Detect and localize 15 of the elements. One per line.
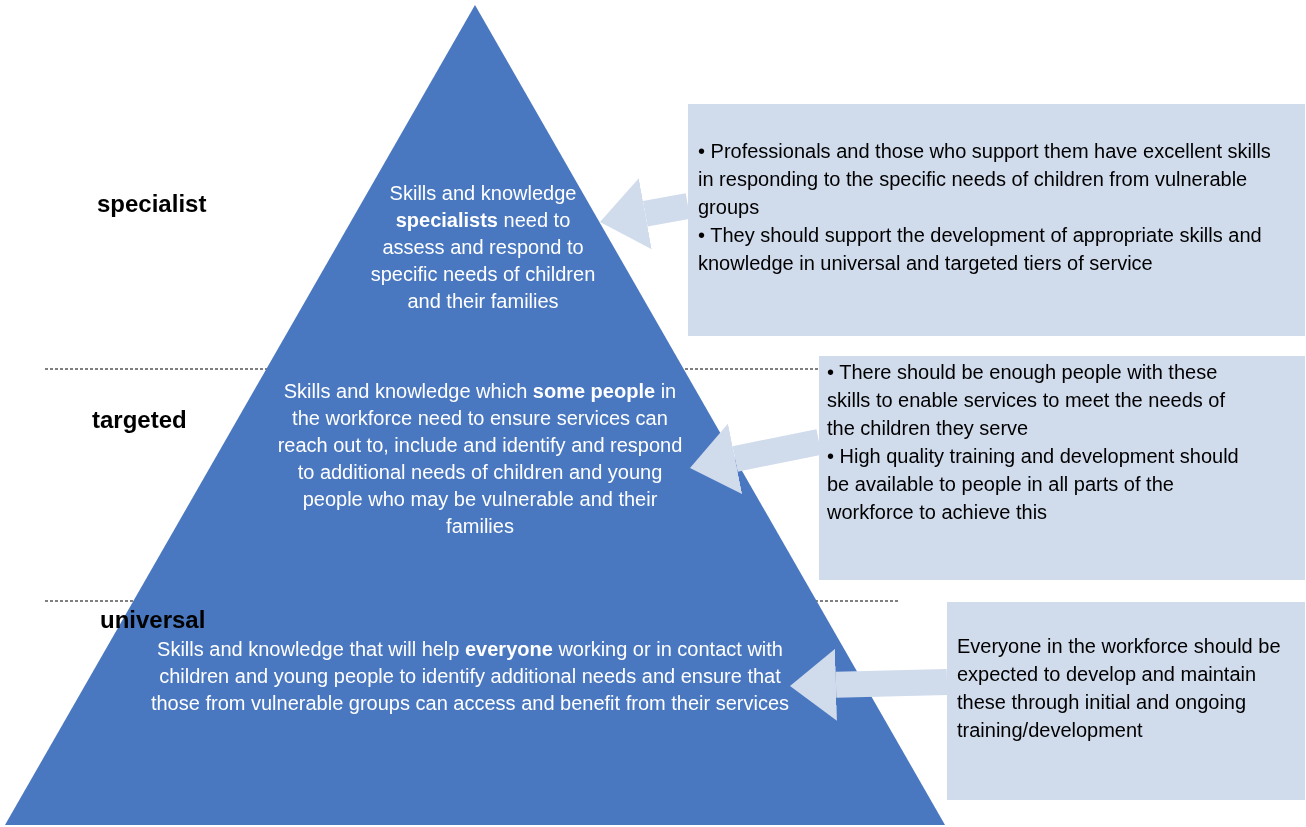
bullet-text: • High quality training and development should be available to people in all parts of the workforce to achieve this [827, 444, 1240, 525]
bullet-text: • Professionals and those who support them have excellent skills in responding to the specific needs of children from vulnerable groups [698, 139, 1272, 220]
bullet-text: Everyone in the workforce should be expected to develop and maintain these through initial and ongoing training/development [957, 634, 1282, 743]
callout-box [947, 602, 1305, 800]
callout-box [688, 104, 1305, 336]
bullet-text: • They should support the development of appropriate skills and knowledge in universal and targeted tiers of service [698, 223, 1263, 276]
callout-arrow [600, 178, 691, 250]
callout-arrow [690, 423, 822, 495]
bullet-text: • There should be enough people with these skills to enable services to meet the needs of the children they serve [827, 360, 1226, 441]
callout-box [819, 356, 1305, 580]
tier-description: Skills and knowledge which some people in the workforce need to ensure services can reach out to, include and identify and respond to additional needs of children and young people who may be vulnerable and their families [276, 379, 684, 539]
tier-heading: specialist [97, 190, 207, 218]
tier-description: Skills and knowledge that will help everyone working or in contact with children and young people to identify additional needs and ensure that those from vulnerable groups can access and benefit from their services [149, 637, 791, 716]
tier-description: Skills and knowledge specialists need to assess and respond to specific needs of children and their families [369, 181, 597, 314]
tier-heading: targeted [92, 406, 187, 434]
